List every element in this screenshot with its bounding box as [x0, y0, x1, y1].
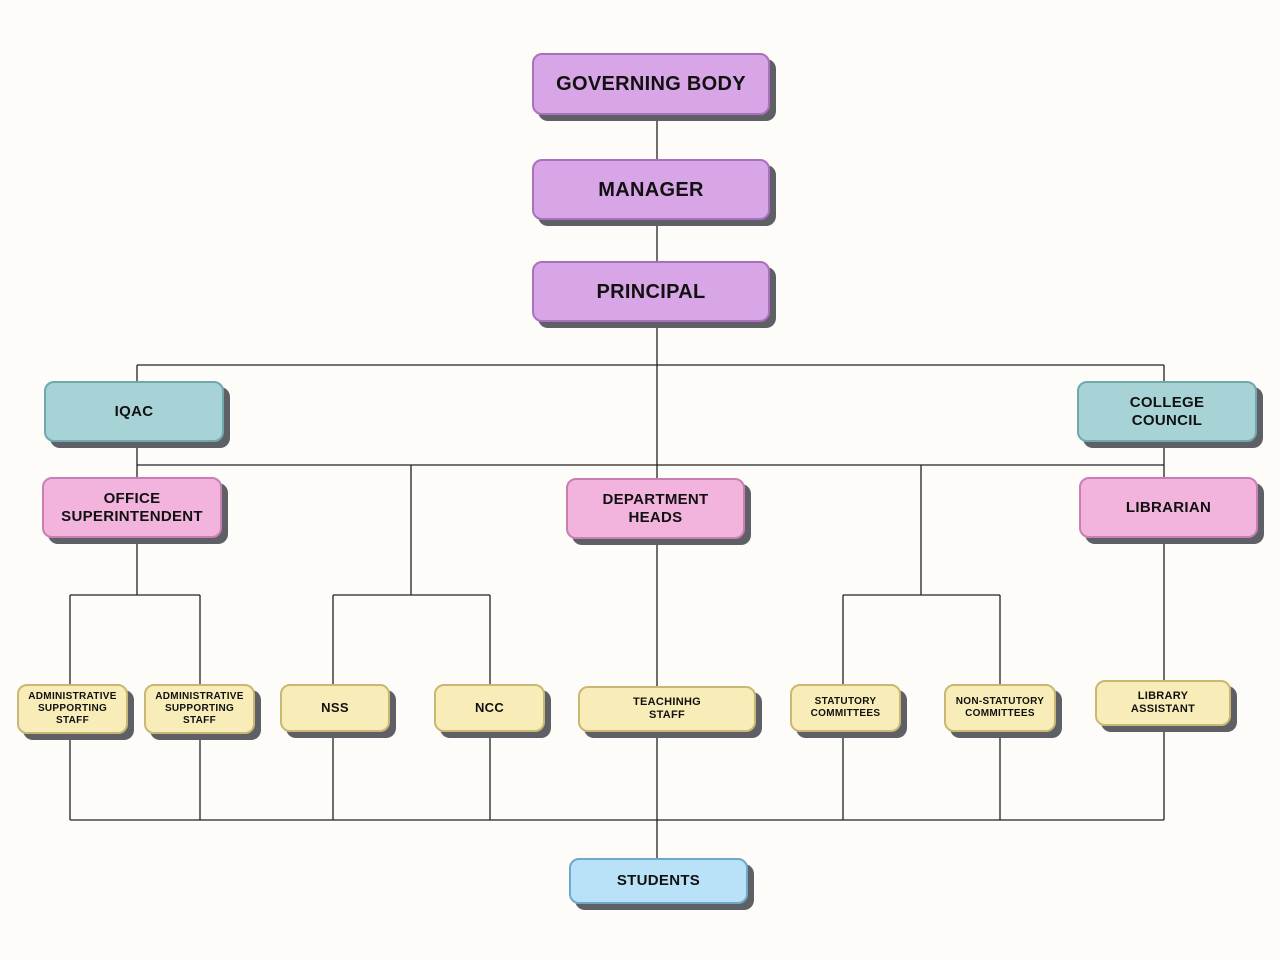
nss-node: NSS	[280, 684, 390, 732]
governing-body-node: GOVERNING BODY	[532, 53, 770, 115]
ncc-node: NCC	[434, 684, 545, 732]
department-heads-node: DEPARTMENT HEADS	[566, 478, 745, 539]
manager-node: MANAGER	[532, 159, 770, 220]
college-council-node: COLLEGE COUNCIL	[1077, 381, 1257, 442]
librarian-node: LIBRARIAN	[1079, 477, 1258, 538]
iqac-label: IQAC	[114, 402, 154, 420]
librarian-label: LIBRARIAN	[1125, 498, 1212, 516]
admin-staff-label-1: ADMINISTRATIVE SUPPORTING STAFF	[28, 691, 117, 726]
manager-label: MANAGER	[598, 178, 704, 201]
governing-body-label: GOVERNING BODY	[556, 73, 746, 95]
library-assistant-label: LIBRARY ASSISTANT	[1130, 689, 1196, 715]
principal-label: PRINCIPAL	[596, 280, 706, 303]
office-superintendent-node: OFFICE SUPERINTENDENT	[42, 477, 222, 538]
iqac-node: IQAC	[44, 381, 224, 442]
admin-staff-label-2: ADMINISTRATIVE SUPPORTING STAFF	[155, 691, 244, 726]
office-superintendent-label: OFFICE SUPERINTENDENT	[61, 489, 203, 525]
students-node: STUDENTS	[569, 858, 748, 904]
ncc-label: NCC	[474, 700, 505, 716]
admin-staff-node-1: ADMINISTRATIVE SUPPORTING STAFF	[17, 684, 128, 734]
statutory-committees-label: STATUTORY COMMITTEES	[810, 696, 881, 719]
teaching-staff-label: TEACHINHG STAFF	[632, 695, 702, 721]
library-assistant-node: LIBRARY ASSISTANT	[1095, 680, 1231, 726]
college-council-label: COLLEGE COUNCIL	[1129, 393, 1205, 429]
department-heads-label: DEPARTMENT HEADS	[602, 490, 709, 526]
principal-node: PRINCIPAL	[532, 261, 770, 322]
statutory-committees-node: STATUTORY COMMITTEES	[790, 684, 901, 732]
students-label: STUDENTS	[616, 872, 701, 889]
non-statutory-committees-node: NON-STATUTORY COMMITTEES	[944, 684, 1056, 732]
nss-label: NSS	[321, 700, 349, 716]
teaching-staff-node: TEACHINHG STAFF	[578, 686, 756, 732]
non-statutory-committees-label: NON-STATUTORY COMMITTEES	[955, 696, 1045, 719]
admin-staff-node-2: ADMINISTRATIVE SUPPORTING STAFF	[144, 684, 255, 734]
